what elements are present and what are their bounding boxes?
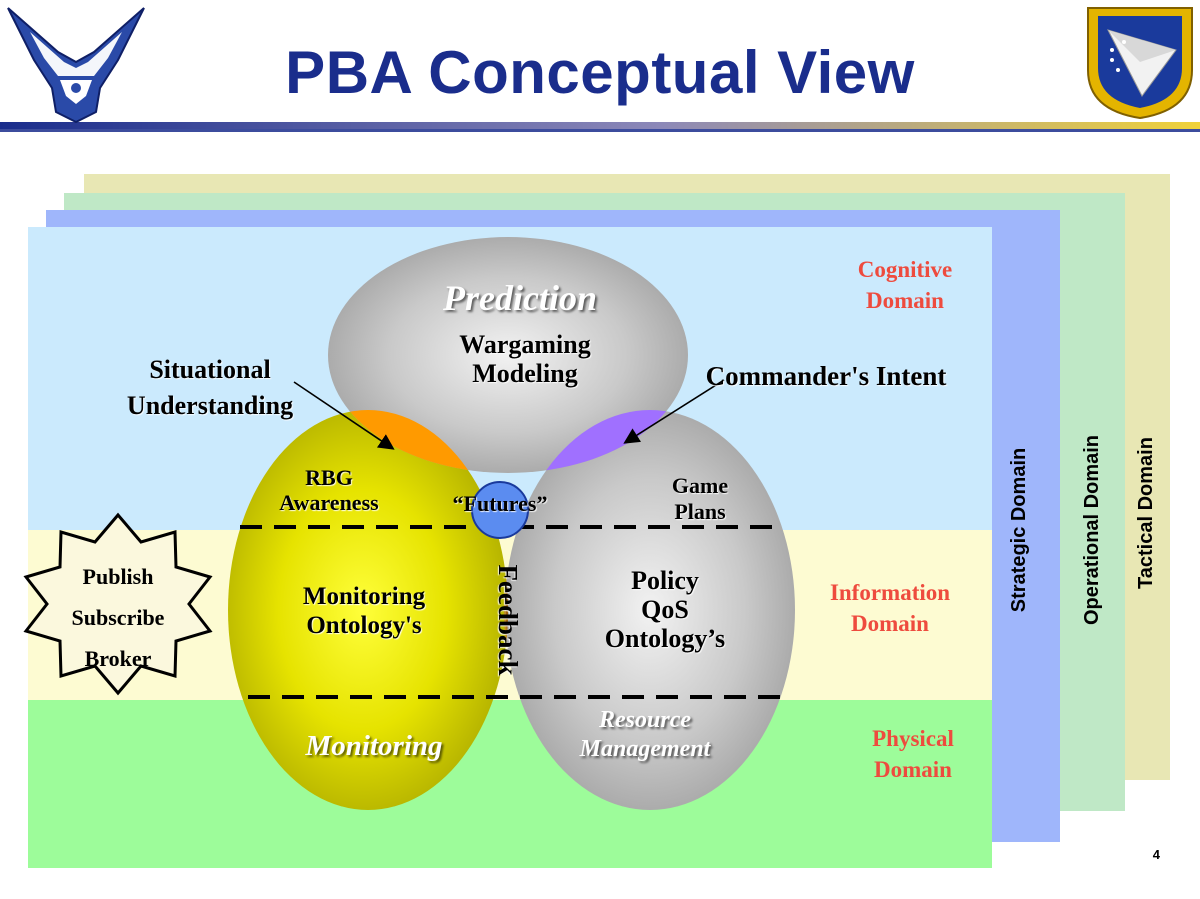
air-force-wings-logo	[7, 7, 145, 124]
physical-domain-line1: Physical	[872, 726, 954, 751]
strategic-domain-label: Strategic Domain	[1008, 447, 1030, 613]
ontologys-policy-line: Ontology’s	[604, 624, 726, 653]
publish-broker-starburst	[23, 512, 213, 696]
policy-line: Policy	[631, 566, 699, 595]
physical-domain-label: Physical Domain	[838, 723, 988, 785]
wargaming-line: Wargaming	[459, 330, 591, 359]
prediction-ellipse	[328, 237, 688, 473]
understanding-line: Understanding	[126, 391, 294, 420]
resource-ellipse	[505, 410, 795, 810]
cognitive-domain-line2: Domain	[866, 288, 944, 313]
situational-arrow	[293, 381, 395, 450]
header-divider	[0, 122, 1200, 129]
feedback-lens	[504, 410, 508, 810]
publish-line: Publish	[82, 564, 154, 589]
plans-line: Plans	[674, 499, 726, 524]
page-number: 4	[1152, 847, 1160, 862]
game-plans-label: Game Plans	[630, 473, 770, 525]
prediction-label: Prediction	[443, 278, 597, 318]
information-domain-label: Information Domain	[815, 577, 965, 639]
physical-band	[28, 700, 992, 868]
situational-line: Situational	[149, 355, 271, 384]
cognitive-domain-line1: Cognitive	[857, 257, 953, 282]
intent-arrow	[623, 379, 725, 444]
situational-understanding-label: Situational Understanding	[100, 352, 320, 424]
rbg-awareness-label: RBG Awareness	[254, 465, 404, 515]
awareness-line: Awareness	[279, 490, 379, 515]
tactical-domain-label: Tactical Domain	[1135, 437, 1157, 589]
information-domain-line1: Information	[829, 580, 951, 605]
futures-circle	[471, 481, 529, 539]
management-line: Management	[579, 736, 711, 762]
monitoring-ellipse	[228, 410, 508, 810]
monitoring-line: Monitoring	[302, 583, 426, 610]
rbg-line: RBG	[305, 465, 353, 490]
information-domain-line2: Domain	[851, 611, 929, 636]
operational-domain-label: Operational Domain	[1081, 434, 1103, 626]
broker-line: Broker	[84, 646, 152, 671]
monitoring-label: Monitoring	[305, 730, 443, 762]
feedback-label: Feedback	[493, 564, 523, 676]
wargaming-modeling-label: Wargaming Modeling	[420, 330, 630, 388]
monitoring-ontology-label: Monitoring Ontology's	[264, 582, 464, 640]
resource-line: Resource	[599, 707, 691, 733]
policy-qos-label: Policy QoS Ontology’s	[575, 566, 755, 653]
subscribe-line: Subscribe	[71, 605, 165, 630]
game-line: Game	[671, 473, 729, 498]
resource-management-label: Resource Management	[540, 706, 750, 764]
qos-line: QoS	[641, 595, 689, 624]
futures-label: “Futures”	[452, 491, 548, 516]
afrl-shield-logo	[1087, 7, 1193, 120]
commanders-intent-label: Commander's Intent	[705, 361, 947, 391]
physical-domain-line2: Domain	[874, 757, 952, 782]
modeling-line: Modeling	[472, 359, 578, 388]
publish-subscribe-broker-label: Publish Subscribe Broker	[50, 556, 186, 679]
ontologys-line: Ontology's	[306, 612, 422, 639]
page-title: PBA Conceptual View	[285, 39, 915, 106]
cognitive-domain-label: Cognitive Domain	[830, 254, 980, 316]
